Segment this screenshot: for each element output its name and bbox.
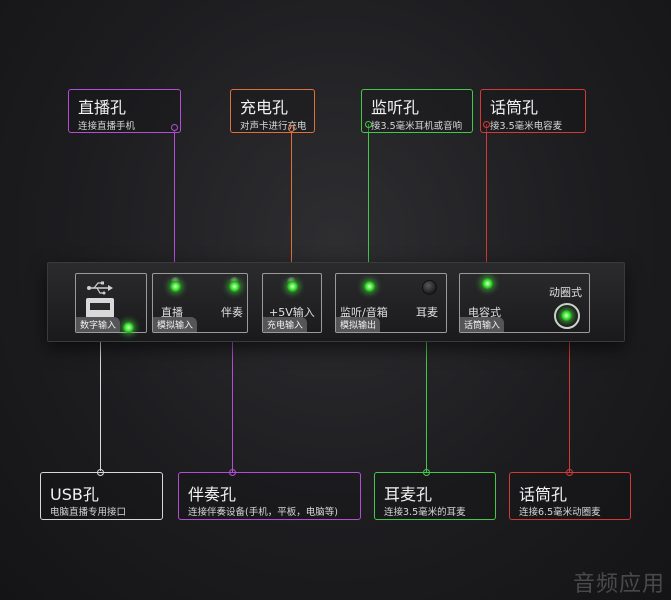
connector-live <box>174 131 175 279</box>
callout-mic-bottom-title: 话筒孔 <box>519 485 568 504</box>
charge-led <box>287 281 298 292</box>
tag-analog-output: 模拟输出 <box>336 317 381 332</box>
charge-label: +5V输入 <box>269 306 315 319</box>
connector-monitor <box>368 124 369 285</box>
sound-card-panel: 数字输入 直播 伴奏 模拟输入 +5V输入 充电输入 监听/音箱 耳麦 模拟输出… <box>47 262 625 342</box>
callout-accomp-desc: 连接伴奏设备(手机，平板，电脑等) <box>188 507 338 518</box>
accomp-led <box>229 281 240 292</box>
callout-charge-title: 充电孔 <box>240 98 289 117</box>
callout-accomp-anchor <box>229 469 236 476</box>
headset-jack[interactable] <box>422 280 437 295</box>
monitor-led <box>364 281 375 292</box>
live-led <box>170 281 181 292</box>
accomp-label: 伴奏 <box>221 306 243 319</box>
callout-charge-desc: 对声卡进行充电 <box>240 121 307 132</box>
connector-mic-bottom <box>569 318 570 472</box>
monitor-label: 监听/音箱 <box>340 306 388 319</box>
callout-mic-bottom: 话筒孔 连接6.5毫米动圈麦 <box>509 469 631 520</box>
usb-icon <box>86 280 114 299</box>
callout-mic-bottom-desc: 连接6.5毫米动圈麦 <box>519 507 601 518</box>
group-analog-output: 监听/音箱 耳麦 模拟输出 <box>335 273 447 333</box>
tag-charge-input: 充电输入 <box>263 317 308 332</box>
dynamic-led <box>561 310 572 321</box>
callout-live-anchor <box>171 124 178 131</box>
callout-live: 直播孔 连接直播手机 <box>68 89 181 133</box>
connector-usb <box>100 318 101 471</box>
headset-label: 耳麦 <box>416 306 438 319</box>
callout-mic-top: 话筒孔 接3.5毫米电容麦 <box>480 89 586 133</box>
callout-monitor-desc: 接3.5毫米耳机或音响 <box>371 121 463 132</box>
callout-monitor-title: 监听孔 <box>371 98 420 117</box>
callout-usb-anchor <box>97 469 104 476</box>
tag-mic-input: 话筒输入 <box>460 317 505 332</box>
condenser-label: 电容式 <box>468 306 501 319</box>
connector-mic-top <box>486 124 487 281</box>
callout-accomp-title: 伴奏孔 <box>188 485 237 504</box>
callout-headset-desc: 连接3.5毫米的耳麦 <box>384 507 466 518</box>
callout-live-title: 直播孔 <box>78 98 127 117</box>
connector-headset <box>426 281 427 472</box>
watermark-text: 音频应用 <box>572 572 665 597</box>
connector-accomp <box>232 281 233 472</box>
tag-digital-input: 数字输入 <box>76 317 121 332</box>
callout-charge: 充电孔 对声卡进行充电 <box>230 89 315 133</box>
callout-headset: 耳麦孔 连接3.5毫米的耳麦 <box>374 469 496 520</box>
callout-live-desc: 连接直播手机 <box>78 121 136 132</box>
callout-usb-desc: 电脑直播专用接口 <box>50 507 127 518</box>
live-label: 直播 <box>161 306 183 319</box>
group-digital-input: 数字输入 <box>75 273 147 333</box>
callout-charge-anchor <box>288 125 295 132</box>
group-mic-input: 电容式 动圈式 话筒输入 <box>459 273 590 333</box>
tag-analog-input: 模拟输入 <box>153 317 198 332</box>
callout-monitor: 监听孔 接3.5毫米耳机或音响 <box>361 89 473 133</box>
group-analog-input: 直播 伴奏 模拟输入 <box>152 273 248 333</box>
callout-headset-anchor <box>423 469 430 476</box>
callout-mic-top-desc: 接3.5毫米电容麦 <box>490 121 563 132</box>
callout-mic-bottom-anchor <box>566 469 573 476</box>
callout-usb: USB孔 电脑直播专用接口 <box>40 469 163 520</box>
usb-port[interactable] <box>86 298 114 318</box>
callout-usb-title: USB孔 <box>50 485 99 504</box>
condenser-led <box>482 278 493 289</box>
group-charge-input: +5V输入 充电输入 <box>262 273 322 333</box>
callout-headset-title: 耳麦孔 <box>384 485 433 504</box>
dynamic-label: 动圈式 <box>549 286 582 299</box>
callout-mic-top-anchor <box>483 121 490 128</box>
callout-accomp: 伴奏孔 连接伴奏设备(手机，平板，电脑等) <box>178 469 361 520</box>
callout-mic-top-title: 话筒孔 <box>490 98 539 117</box>
usb-led <box>123 322 134 333</box>
connector-charge <box>291 131 292 286</box>
callout-monitor-anchor <box>365 121 372 128</box>
